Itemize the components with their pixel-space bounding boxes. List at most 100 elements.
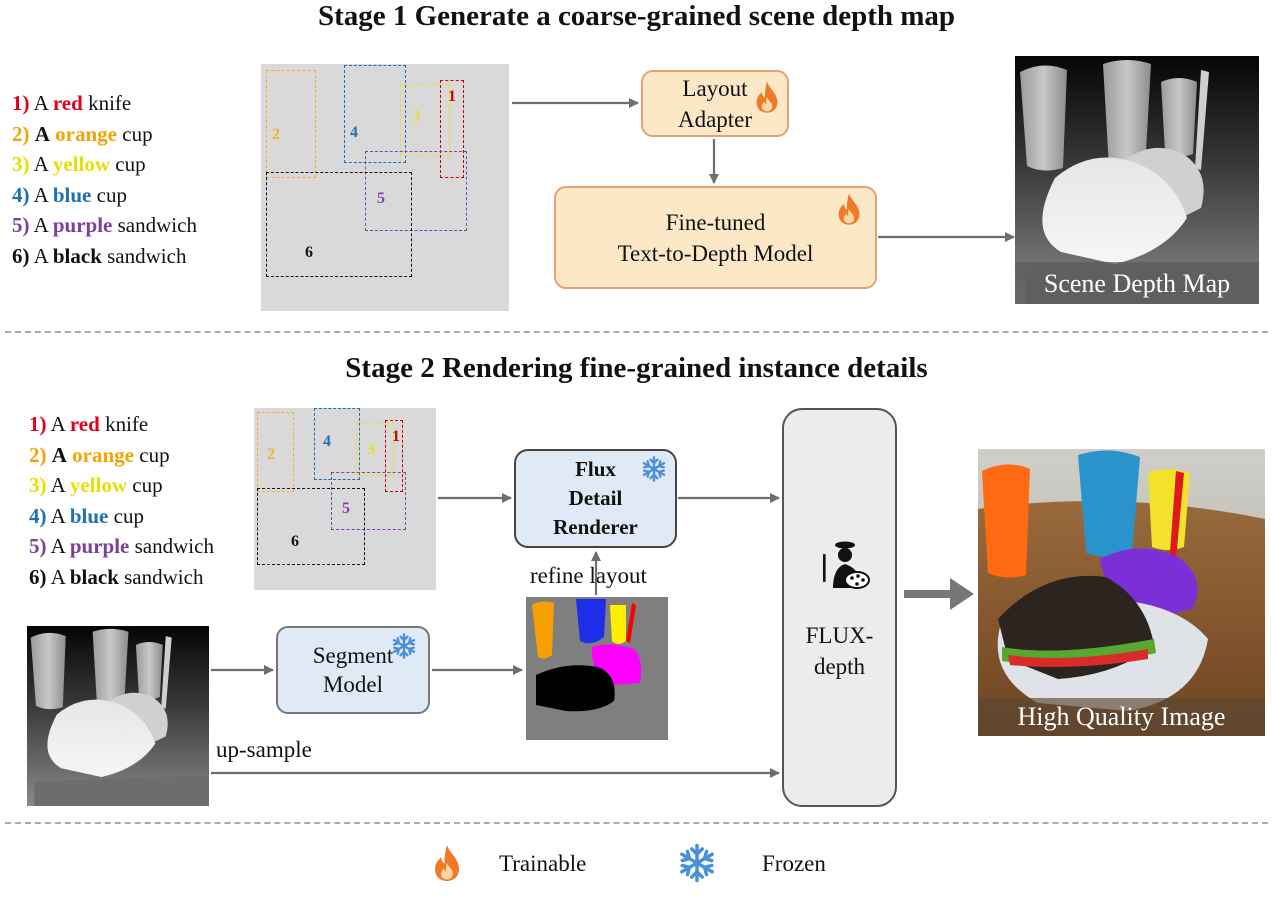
prompt-object: cup [139,442,170,467]
flame-icon [435,845,459,881]
scene-depth-map-caption: Scene Depth Map [1043,269,1231,298]
module-label: depth [813,654,866,679]
stage2-prompt-list: 1) A red knife 2) A orange cup 3) A yell… [29,409,214,592]
stage2-layout-panel: 2 4 3 1 5 6 [254,408,436,590]
flame-icon [756,81,778,113]
prompt-object: cup [96,182,127,207]
prompt-num: 6) [12,243,30,268]
layout-box-label: 3 [367,441,375,458]
stage2-title: Stage 2 Rendering fine-grained instance … [345,352,928,384]
prompt-article: A [33,182,48,207]
module-label: Segment [312,643,394,668]
prompt-num: 2) [12,121,30,146]
prompt-2: 2) A orange cup [29,440,214,471]
layout-box-4 [344,65,406,163]
module-label: Model [322,672,384,697]
prompt-color-word: red [52,91,83,115]
stage2-depth-map-image [27,626,209,806]
prompt-article: A [50,412,65,436]
scene-depth-map-image: Scene Depth Map [1015,56,1259,304]
high-quality-image: High Quality Image [978,449,1265,736]
prompt-object: knife [88,91,132,115]
prompt-num: 6) [29,564,47,589]
prompt-object: knife [105,412,149,436]
flux-depth-label: FLUX- depth [782,620,897,682]
prompt-color-word: black [69,564,119,589]
high-quality-image-caption: High Quality Image [1017,702,1226,731]
prompt-object: cup [122,121,153,146]
snowflake-icon [392,633,416,659]
prompt-1: 1) A red knife [29,409,214,440]
layout-box-label: 4 [350,124,358,141]
prompt-num: 4) [12,182,30,207]
layout-box-5 [365,151,467,231]
prompt-color-word: orange [55,121,117,146]
prompt-num: 4) [29,503,47,528]
prompt-article: A [33,243,48,268]
prompt-article: A [50,503,65,528]
prompt-article: A [50,473,65,497]
prompt-object: cup [113,503,144,528]
prompt-5: 5) A purple sandwich [12,210,197,241]
prompt-article: A [33,213,48,237]
stage1-prompt-list: 1) A red knife 2) A orange cup 3) A yell… [12,88,197,271]
prompt-color-word: blue [69,503,109,528]
legend-frozen-label: Frozen [762,851,826,876]
prompt-color-word: black [52,243,102,268]
high-quality-caption-bar [978,698,1265,736]
prompt-article: A [33,91,48,115]
artist-painter-icon [823,541,870,589]
layout-box-label: 2 [267,446,275,463]
prompt-num: 2) [29,442,47,467]
module-label: Flux [575,457,616,481]
flame-icon [838,193,860,225]
depth-map-caption-bar [1015,262,1259,304]
prompt-6: 6) A black sandwich [29,562,214,593]
layout-box-label: 1 [448,88,456,105]
layout-box-1 [440,80,464,178]
layout-box-2 [257,412,294,492]
prompt-article: A [51,442,67,467]
stage-divider [5,822,1268,824]
prompt-num: 5) [29,534,47,558]
prompt-article: A [34,121,50,146]
layout-box-4 [314,408,360,480]
prompt-object: cup [115,152,146,176]
prompt-num: 1) [12,91,30,115]
layout-box-label: 5 [342,500,350,517]
layout-box-label: 6 [305,244,313,261]
refine-layout-label: refine layout [530,563,647,588]
prompt-object: sandwich [117,213,197,237]
prompt-object: sandwich [134,534,214,558]
prompt-1: 1) A red knife [12,88,197,119]
text-to-depth-module: Fine-tuned Text-to-Depth Model [554,186,877,289]
layout-box-3 [356,422,394,476]
prompt-num: 3) [29,473,47,497]
layout-box-2 [266,70,316,178]
legend-trainable-label: Trainable [499,851,587,876]
module-label: Text-to-Depth Model [617,240,814,266]
layout-box-label: 1 [392,428,400,445]
module-label: Detail [568,486,623,510]
segment-model-module: Segment Model [276,626,430,714]
layout-box-3 [400,84,450,156]
prompt-object: sandwich [107,243,187,268]
prompt-num: 1) [29,412,47,436]
depth-map-graphic [27,626,209,806]
up-sample-label: up-sample [216,737,312,762]
prompt-color-word: red [69,412,100,436]
prompt-color-word: purple [52,213,113,237]
prompt-3: 3) A yellow cup [29,470,214,501]
layout-box-5 [331,472,406,530]
segmentation-mask-graphic [532,599,642,712]
prompt-num: 3) [12,152,30,176]
prompt-article: A [50,564,65,589]
prompt-num: 5) [12,213,30,237]
prompt-article: A [33,152,48,176]
prompt-3: 3) A yellow cup [12,149,197,180]
prompt-color-word: orange [72,442,134,467]
prompt-2: 2) A orange cup [12,119,197,150]
layout-box-label: 6 [291,533,299,550]
prompt-5: 5) A purple sandwich [29,531,214,562]
